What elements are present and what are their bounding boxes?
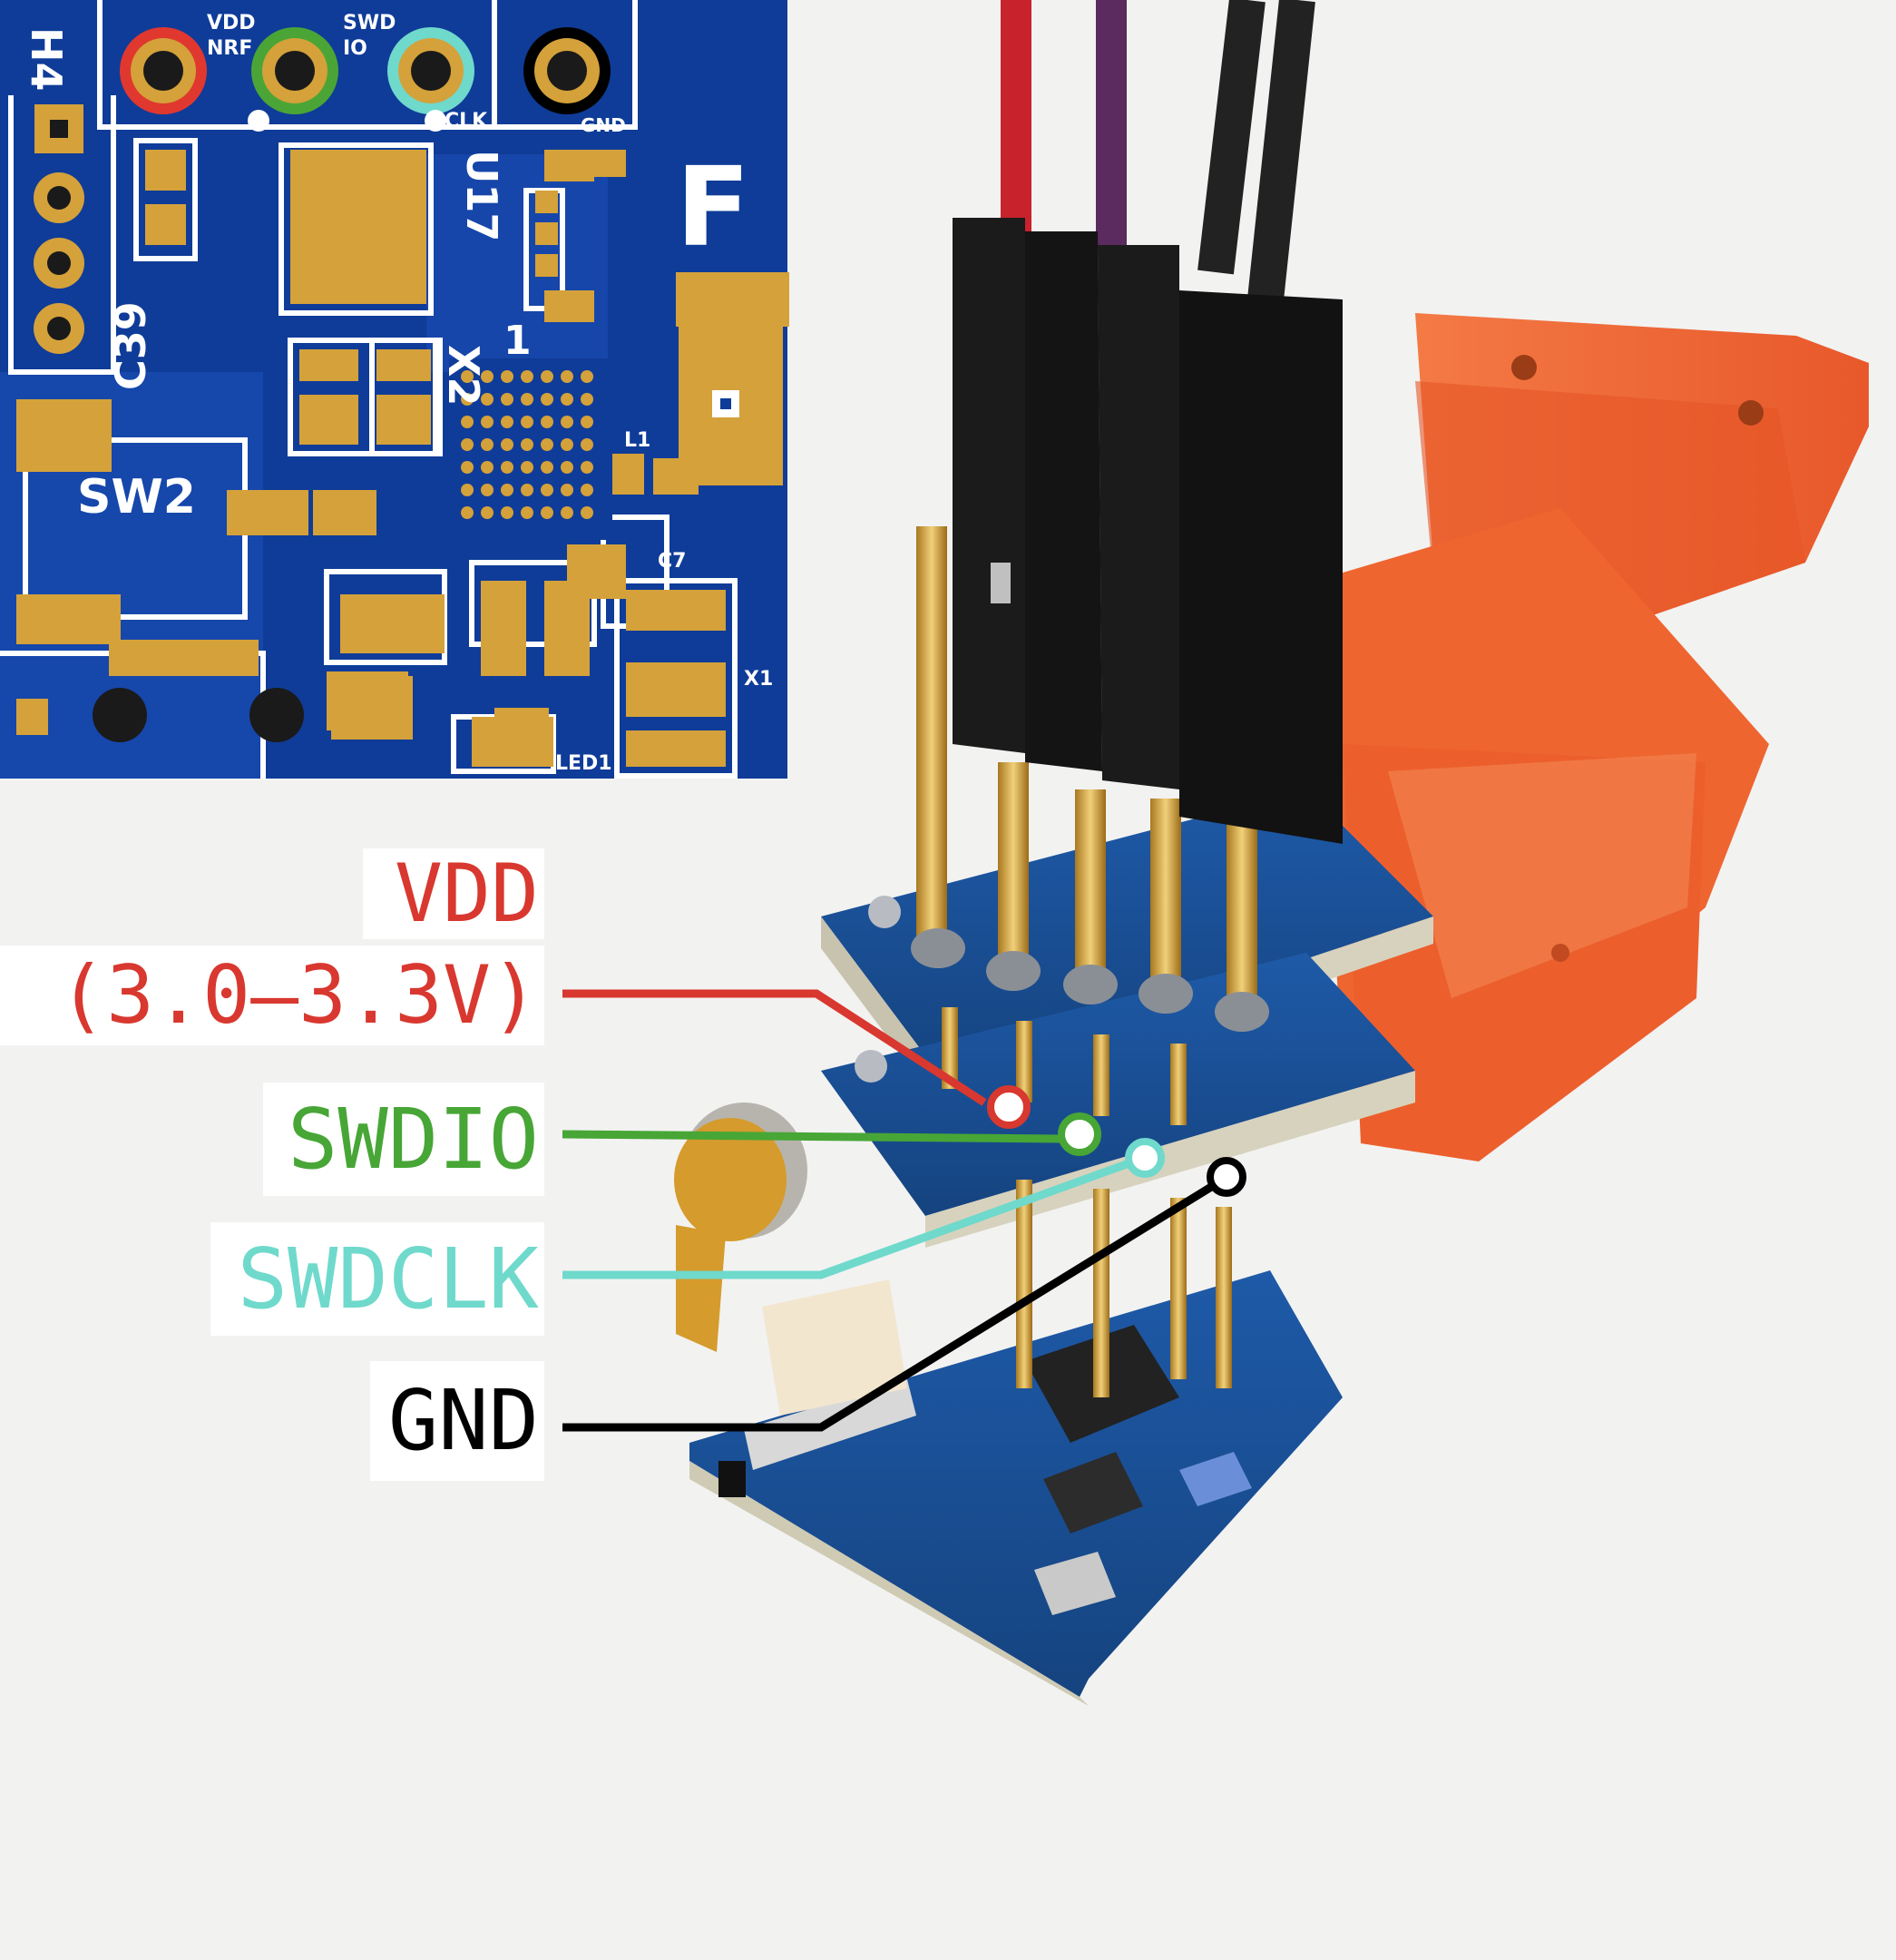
label-vdd-range: (3.0–3.3V) [0,946,544,1045]
dupont-connectors [953,218,1343,844]
silk-x2: X2 [439,345,488,406]
label-swdio: SWDIO [263,1083,544,1196]
header-pins [120,27,611,132]
gnd-leader [562,1181,1218,1432]
pin-label-gnd: GND [581,114,626,136]
qfn-chip [449,358,612,540]
label-swdio-text: SWDIO [288,1090,539,1188]
silk-c39: C39 [106,301,155,390]
silk-f: F [676,145,750,271]
label-vdd: VDD [363,848,544,939]
silk-u17: U17 [457,150,506,241]
swdclk-leader [562,1157,1136,1279]
pin-label-io: IO [343,37,367,60]
test-clip-photo [674,0,1869,1706]
label-vdd-range-text: (3.0–3.3V) [58,948,539,1042]
silk-one: 1 [503,318,532,364]
label-vdd-text: VDD [395,847,539,940]
callout-dots [987,1085,1246,1197]
silk-x1: X1 [744,668,773,691]
pcb-inset: VDD NRF SWD IO CLK GND H4 C39 SW2 U17 X2… [0,0,789,779]
wires [1001,0,1315,302]
silk-sw2: SW2 [77,470,196,524]
pin-label-swd: SWD [343,12,396,34]
pogo-pins [911,526,1269,1397]
silk-h4: H4 [22,27,71,92]
orange-clip [1315,313,1869,1161]
silk-c7: C7 [658,550,686,573]
callout-lines [562,989,1218,1432]
label-gnd: GND [370,1361,544,1481]
swdio-leader [562,1130,1062,1143]
label-swdclk: SWDCLK [210,1222,544,1336]
label-gnd-text: GND [387,1372,539,1469]
silk-l1: L1 [624,429,650,452]
pin-label-clk: CLK [445,110,488,132]
h4-header [34,104,84,354]
label-swdclk-text: SWDCLK [237,1230,539,1328]
silk-led1: LED1 [555,752,612,775]
pin-label-vdd: VDD [207,12,256,34]
pin-label-nrf: NRF [207,37,252,60]
vdd-leader [562,989,987,1106]
